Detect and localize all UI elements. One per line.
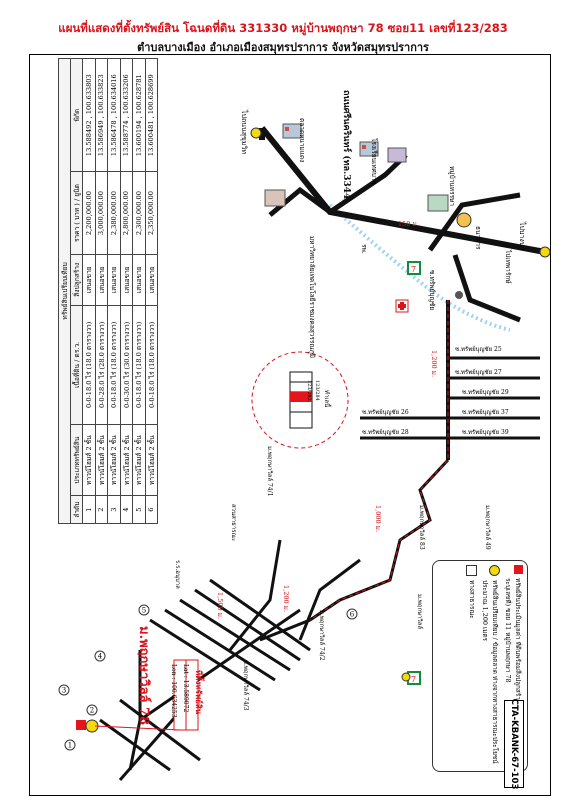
page-title: แผนที่แสดงที่ตั้งทรัพย์สิน โฉนดที่ดิน 33… (58, 21, 508, 35)
label-village-big: ม.พฤกษาวิลล์ 78 (136, 626, 152, 725)
building-icon (282, 123, 302, 139)
label-hospital: รพ. (360, 244, 368, 254)
comparable-number-marker (138, 604, 150, 616)
legend-text: ทางสาธารณะ (468, 580, 476, 619)
page-subtitle: ตำบลบางเมือง อำเภอเมืองสมุทรปราการ จังหว… (137, 41, 429, 54)
comparable-number-marker (346, 608, 358, 620)
distance-label: 1,500 ม. (216, 592, 224, 619)
label-lon: Lon : 100.634253 (170, 664, 177, 718)
legend-text: ทรัพย์สินเปรียบเทียบ / ข้อมูลตลาด ห่างจา… (481, 580, 499, 764)
label-school: โรงเรียนเทศบาล (370, 138, 378, 185)
distance-label: 1,000 ม. (374, 505, 382, 532)
label-pruksa: ม.พฤกษาวิลล์ 74/1 (266, 446, 274, 497)
comparable-number-marker (94, 650, 106, 662)
comparable-number-marker (86, 704, 98, 716)
building-icon (264, 189, 286, 207)
inset-circle (251, 351, 349, 449)
label-park: สวนสาธารณะ (230, 504, 237, 541)
building-icon (427, 194, 449, 212)
comparable-number: 4 (98, 653, 103, 661)
label-school2: ร.ร.อนุบาล (174, 560, 181, 589)
callout-line (94, 725, 181, 731)
label-soi: ซ.ทรัพย์บุญชัย 25 (455, 345, 502, 353)
road-branch (268, 186, 332, 217)
label-tel: ไปเทพารักษ์ (504, 249, 512, 284)
map-sheet (29, 54, 551, 796)
road-branch (228, 539, 282, 651)
inset-title: ทำเลนี้ (323, 390, 333, 408)
pin-icon (539, 246, 551, 258)
distance-label: 150 ม. (398, 220, 419, 228)
label-soi: ซ.ทรัพย์บุญชัย 37 (462, 408, 509, 416)
inset-plot (289, 371, 313, 429)
legend-item: ทางสาธารณะ (466, 565, 477, 767)
comparable-number-marker (64, 739, 76, 751)
comparable-number: 3 (62, 687, 66, 695)
distance-label: 1,200 ม. (282, 585, 290, 612)
comparable-number: 5 (142, 607, 146, 615)
label-pruksa: ม.พฤกษาวิลล์ 49 (484, 505, 492, 550)
route-guide (309, 300, 449, 621)
label-soi: ซ.ทรัพย์บุญชัย 28 (362, 428, 409, 436)
legend-item: ทรัพย์สินเปรียบเทียบ / ข้อมูลตลาด ห่างจา… (480, 565, 500, 767)
subdivision-roads (99, 578, 311, 781)
label-pruksa: ม.พฤกษาวิลล์ 74/2 (318, 610, 326, 661)
road-branch (452, 254, 521, 323)
report-code: CTA-KBANK-67-103 (504, 698, 524, 790)
svg-text:7: 7 (411, 265, 416, 274)
svg-text:7: 7 (411, 675, 416, 684)
label-soi: ซ.ทรัพย์บุญชัย 26 (362, 408, 409, 416)
comparable-swatch (489, 565, 500, 576)
label-sukhumvit: ไปถนนสุขุมวิท (240, 109, 249, 154)
label-village-mansion: หมู่บ้านหรรษา (448, 166, 456, 206)
main-road-label: ถนนศรีนครินทร์ (ทล.3344) (341, 90, 353, 204)
pin-icon (401, 672, 411, 682)
comparable-number-marker (58, 684, 70, 696)
traffic-light-icon (455, 291, 463, 299)
inset-lot: 123/282 (306, 380, 312, 401)
label-university: มหาวิทยาลัยเทคโนโลยีราชมงคลสุวรรณภูมิ (308, 236, 316, 358)
report-code-text: CTA-KBANK-67-103 (509, 698, 519, 790)
label-soi: ซ.ทรัพย์บุญชัย 29 (462, 388, 509, 396)
road-branch (427, 192, 521, 252)
comparable-number: 6 (350, 611, 355, 619)
label-pruksa: ม.พฤกษาวิลล์ 74/3 (242, 660, 250, 711)
canal (328, 203, 511, 332)
label-lat: Lat : 13.589072 (182, 664, 189, 712)
building-icon (359, 141, 379, 157)
comparable-number: 2 (90, 707, 94, 715)
road-branch (298, 558, 361, 641)
seven-eleven-icon: 7 (407, 261, 421, 275)
label-subject: ที่ตั้งทรัพย์สิน (194, 670, 205, 715)
pin-icon (250, 127, 262, 139)
label-soi: ซ.ทรัพย์บุญชัย 27 (455, 368, 502, 376)
building-icon (387, 147, 407, 163)
subject-marker (76, 720, 86, 730)
hospital-icon (395, 299, 409, 313)
label-soi-sap: ซ.ทรัพย์บุญชัย (428, 270, 436, 310)
label-market: ตลาดหนามแดง (298, 118, 306, 162)
subject-swatch (514, 565, 523, 574)
label-satit: ม.พฤกษาวิลล์ (416, 594, 424, 629)
label-soi: ซ.ทรัพย์บุญชัย 39 (462, 428, 509, 436)
comparable-number: 1 (68, 742, 72, 750)
soi-branches (360, 356, 540, 440)
distance-label: 1,200 ม. (430, 350, 438, 377)
label-bangna: ไปบางนา (518, 221, 527, 251)
inset-lot: 123/284 (314, 380, 320, 401)
bank-icon (456, 212, 472, 228)
label-pruksa: ม.พฤกษาวิลล์ 83 (418, 505, 426, 550)
label-bank: ธนาคาร (474, 226, 482, 250)
road-swatch (466, 565, 477, 576)
